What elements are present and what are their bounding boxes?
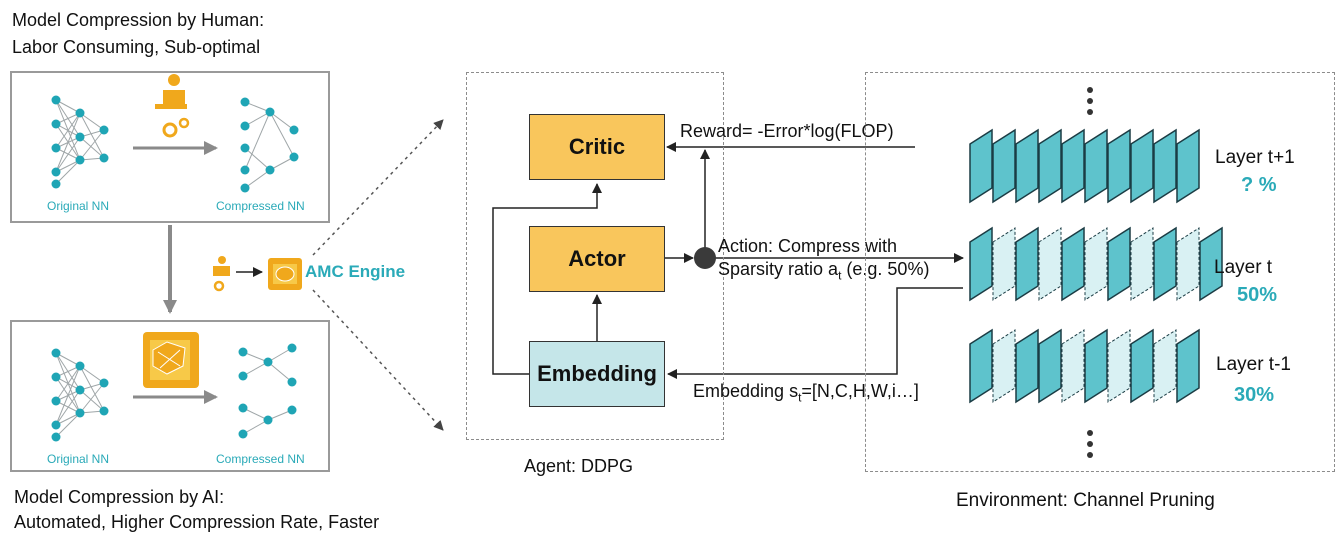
channel-block [1153, 226, 1177, 302]
action-node [694, 247, 716, 269]
ellipsis-bottom [1087, 430, 1093, 458]
channel-block [1015, 128, 1039, 204]
channel-layer-t-minus-1 [969, 328, 1200, 404]
compressed-nn-bottom [238, 343, 297, 439]
pruned-channel-block [1107, 329, 1131, 403]
channel-block [969, 226, 993, 302]
embedding-state-label: Embedding st=[N,C,H,W,i…] [693, 381, 919, 405]
layer-t-plus-1-label: Layer t+1 [1215, 147, 1295, 168]
channel-block [1199, 226, 1223, 302]
pruned-channel-block [1038, 227, 1062, 301]
channel-block [1107, 226, 1131, 302]
ai-subtitle: Automated, Higher Compression Rate, Fast… [14, 512, 380, 532]
channel-block [969, 328, 993, 404]
agent-box [466, 72, 724, 440]
original-nn-bottom [51, 348, 109, 442]
channel-block [1176, 128, 1200, 204]
channel-block [1130, 128, 1154, 204]
layer-t-minus-1-ratio: 30% [1234, 384, 1275, 406]
channel-block [1015, 328, 1039, 404]
human-subtitle: Labor Consuming, Sub-optimal [12, 37, 261, 57]
embedding-box: Embedding [529, 341, 665, 407]
amc-engine-icon-large [143, 332, 199, 388]
ellipsis-top [1087, 87, 1093, 115]
reward-label: Reward= -Error*log(FLOP) [680, 121, 894, 141]
environment-caption: Environment: Channel Pruning [956, 490, 1215, 511]
channel-block [1130, 328, 1154, 404]
amc-engine-label: AMC Engine [305, 262, 406, 281]
agent-caption: Agent: DDPG [524, 456, 634, 476]
compressed-nn-label-bottom: Compressed NN [216, 452, 305, 466]
pruned-channel-block [1084, 227, 1108, 301]
channel-block [1038, 328, 1062, 404]
embedding-to-critic-arrow [492, 183, 602, 375]
pruned-channel-block [1130, 227, 1154, 301]
channel-block [1038, 128, 1062, 204]
compressed-nn-top [240, 97, 299, 193]
environment-box [865, 72, 1335, 472]
human-title: Model Compression by Human: [12, 10, 265, 30]
pruned-channel-block [1153, 329, 1177, 403]
channel-layer-t [969, 226, 1223, 302]
compressed-nn-label-top: Compressed NN [216, 199, 305, 213]
dotted-link-top [312, 119, 444, 256]
amc-engine-icon-small [268, 258, 302, 290]
pruned-channel-block [992, 329, 1016, 403]
state-to-embedding-arrow [667, 287, 963, 379]
channel-block [1153, 128, 1177, 204]
channel-block [1107, 128, 1131, 204]
layer-t-label: Layer t [1214, 257, 1273, 278]
channel-layer-t-plus-1 [969, 128, 1200, 204]
pruned-channel-block [1061, 329, 1085, 403]
ai-panel [10, 320, 330, 472]
channel-block [992, 128, 1016, 204]
layer-t-plus-1-ratio: ? % [1241, 174, 1277, 196]
action-label-line1: Action: Compress with [718, 236, 898, 256]
channel-block [1015, 226, 1039, 302]
original-nn-label-top: Original NN [47, 199, 110, 213]
channel-block [1176, 328, 1200, 404]
channel-block [1084, 328, 1108, 404]
channel-block [1061, 226, 1085, 302]
small-worker-icon [213, 256, 230, 292]
channel-block [1084, 128, 1108, 204]
dotted-link-bottom [312, 289, 444, 431]
original-nn-label-bottom: Original NN [47, 452, 110, 466]
pruned-channel-block [992, 227, 1016, 301]
layer-t-ratio: 50% [1237, 284, 1278, 306]
channel-block [1061, 128, 1085, 204]
human-worker-icon [155, 74, 190, 138]
layer-t-minus-1-label: Layer t-1 [1216, 354, 1291, 375]
original-nn-top [51, 95, 109, 189]
critic-box: Critic [529, 114, 665, 180]
actor-box: Actor [529, 226, 665, 292]
ai-title: Model Compression by AI: [14, 487, 225, 507]
human-panel [10, 71, 330, 223]
action-label-line2: Sparsity ratio at (e.g. 50%) [718, 259, 930, 283]
pruned-channel-block [1176, 227, 1200, 301]
channel-block [969, 128, 993, 204]
